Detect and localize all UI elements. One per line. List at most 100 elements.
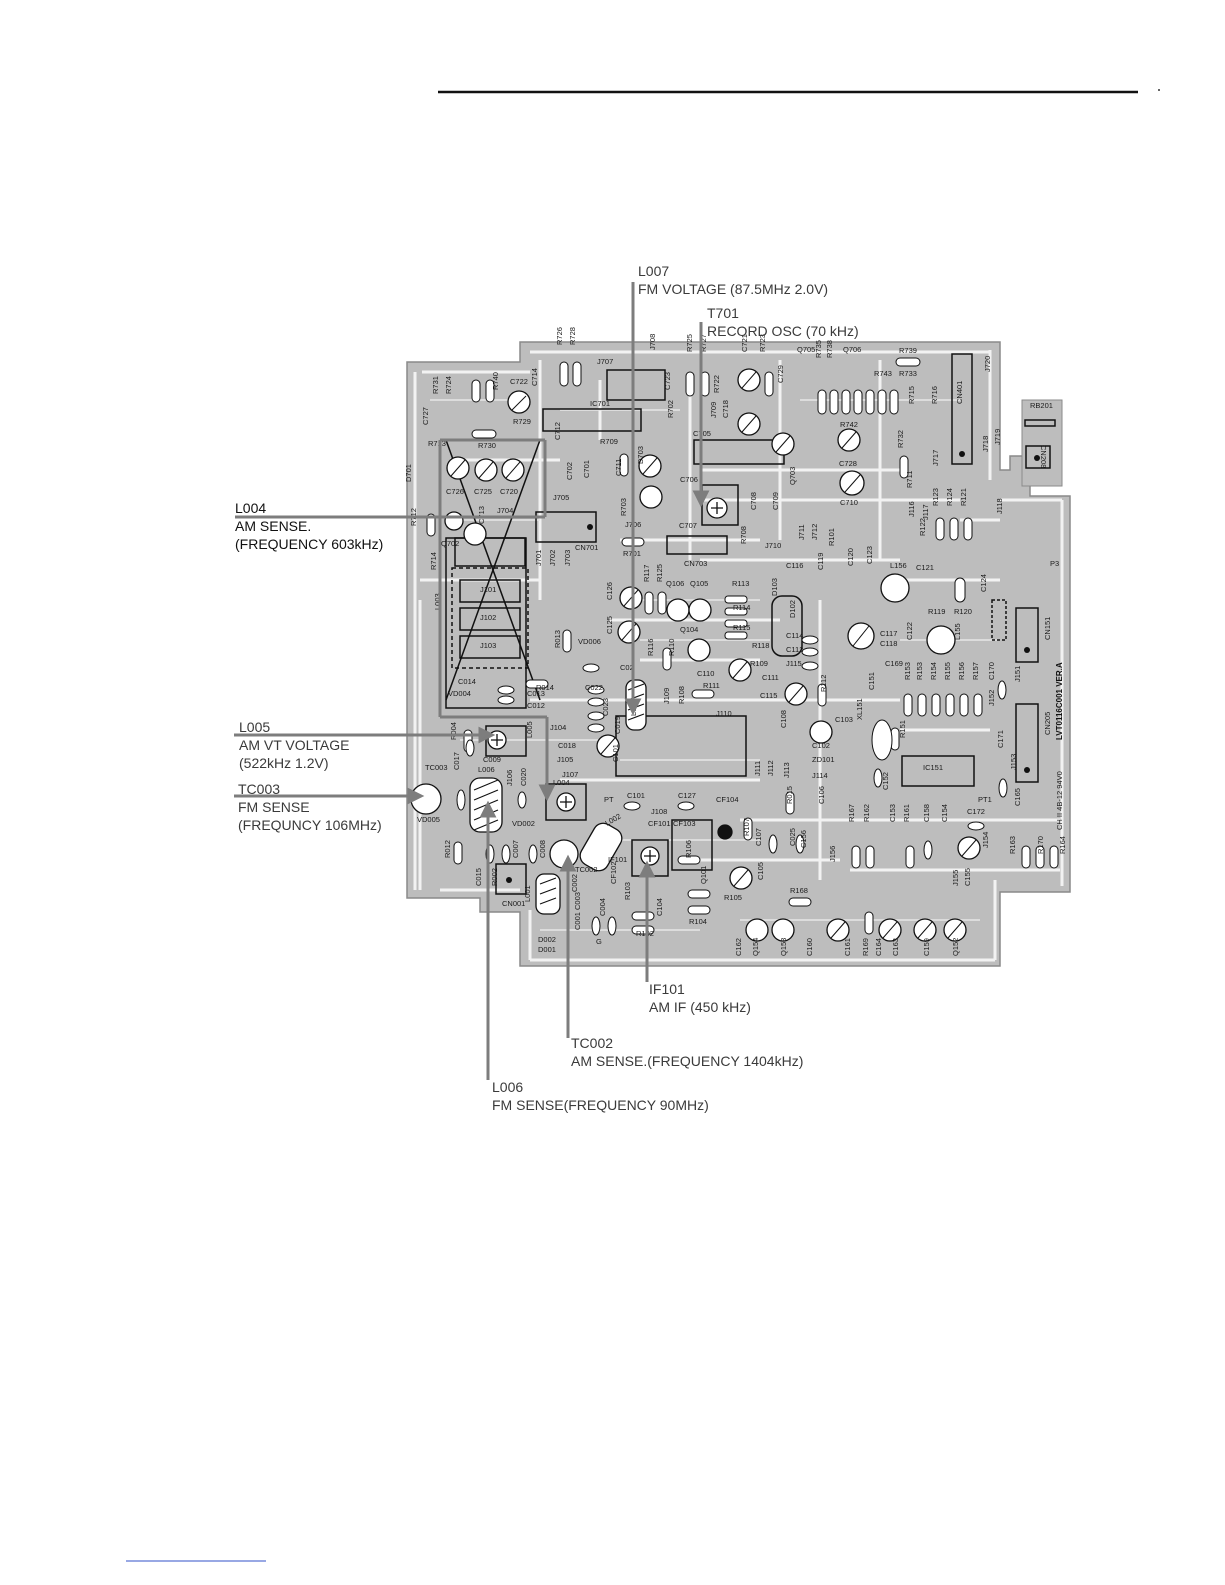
designator-r743: R743 — [874, 369, 892, 378]
designator-r104: R104 — [689, 917, 707, 926]
designator-g: G — [596, 937, 602, 946]
designator-r167: R167 — [847, 804, 856, 822]
designator-r116: R116 — [646, 639, 655, 656]
designator-c701: C701 — [582, 460, 591, 478]
designator-c709: C709 — [771, 492, 780, 510]
designator-c007: C007 — [511, 840, 520, 858]
designator-c108: C108 — [779, 710, 788, 728]
designator-c164: C164 — [874, 938, 883, 956]
callout-tc002-desc: AM SENSE.(FREQUENCY 1404kHz) — [571, 1053, 804, 1069]
callout-l007: L007 FM VOLTAGE (87.5MHz 2.0V) — [638, 262, 828, 298]
designator-r735: R735 — [814, 340, 823, 358]
designator-vd005: VD005 — [417, 815, 440, 824]
designator-r111: R111 — [703, 681, 720, 690]
designator-d701: D701 — [404, 464, 413, 482]
designator-j116: J116 — [907, 501, 916, 517]
designator-j117: J117 — [921, 504, 930, 520]
designator-r103: R103 — [623, 882, 632, 900]
designator-r153: R153 — [915, 662, 924, 680]
callout-l006-desc: FM SENSE(FREQUENCY 90MHz) — [492, 1097, 709, 1113]
designator-c101: C101 — [627, 791, 645, 800]
designator-j104: J104 — [550, 723, 566, 732]
designator-c106: C106 — [817, 786, 826, 804]
callout-if101: IF101 AM IF (450 kHz) — [649, 980, 751, 1016]
designator-j710: J710 — [765, 541, 781, 550]
designator-cn001: CN001 — [502, 899, 525, 908]
designator-j114: J114 — [812, 771, 828, 780]
designator-ic151: IC151 — [923, 763, 943, 772]
designator-cf102: CF102 — [609, 861, 618, 884]
designator-c158: C158 — [922, 804, 931, 822]
designator-r727: R727 — [699, 334, 708, 352]
designator-j108: J108 — [651, 807, 667, 816]
designator-c159: C159 — [922, 938, 931, 956]
designator-vd004: VD004 — [448, 689, 471, 698]
designator-r732: R732 — [896, 430, 905, 448]
designator-c123: C123 — [865, 546, 874, 564]
designator-c025: C025 — [788, 828, 797, 846]
designator-c017: C017 — [452, 752, 461, 770]
designator-c711: C711 — [614, 459, 623, 476]
designator-r157: R157 — [971, 662, 980, 680]
designator-c172: C172 — [967, 807, 985, 816]
designator-r117: R117 — [642, 565, 651, 582]
designator-c163: C163 — [891, 938, 900, 956]
designator-c151: C151 — [867, 672, 876, 690]
designator-r114: R114 — [733, 603, 750, 612]
designator-c721: C721 — [740, 334, 749, 352]
designator-r118: R118 — [752, 641, 769, 650]
designator-vd002: VD002 — [512, 819, 535, 828]
designator-l156: L156 — [890, 561, 907, 570]
pcb-notch — [1021, 399, 1063, 487]
designator-j703: J703 — [563, 550, 572, 566]
designator-r015: R015 — [785, 786, 794, 804]
designator-c118: C118 — [880, 639, 897, 648]
designator-j113: J113 — [782, 762, 791, 778]
designator-j718: J718 — [981, 436, 990, 452]
designator-c015: C015 — [474, 868, 483, 886]
designator-r164: R164 — [1058, 836, 1067, 854]
designator-c002: C002 — [570, 874, 579, 892]
designator-c104: C104 — [655, 898, 664, 916]
designator-c154: C154 — [940, 804, 949, 822]
designator-r169: R169 — [861, 938, 870, 956]
callout-tc003: TC003 FM SENSE (FREQUNCY 106MHz) — [238, 780, 382, 834]
designator-d001: D001 — [538, 945, 556, 954]
callout-l006: L006 FM SENSE(FREQUENCY 90MHz) — [492, 1078, 709, 1114]
callout-l005-desc: AM VT VOLTAGE — [239, 737, 350, 753]
designator-j102: J102 — [480, 613, 496, 622]
designator-c718: C718 — [721, 400, 730, 418]
designator-c710: C710 — [840, 498, 858, 507]
designator-l004: L004 — [553, 778, 570, 787]
designator-c169: C169 — [885, 659, 903, 668]
callout-l007-desc: FM VOLTAGE (87.5MHz 2.0V) — [638, 281, 829, 297]
designator-r168: R168 — [790, 886, 808, 895]
designator-j702: J702 — [548, 550, 557, 566]
designator-q101: Q101 — [699, 866, 708, 884]
designator-r163: R163 — [1008, 836, 1017, 854]
designator-r120: R120 — [954, 607, 972, 616]
callout-if101-ref: IF101 — [649, 981, 685, 997]
designator-zd101: ZD101 — [812, 755, 835, 764]
callout-tc003-ref: TC003 — [238, 781, 281, 797]
designator-c170: C170 — [987, 662, 996, 680]
callout-if101-desc: AM IF (450 kHz) — [649, 999, 751, 1015]
designator-rb201: RB201 — [1030, 401, 1053, 410]
board-marking-small: CH II 4B-12 94V0 — [1055, 771, 1064, 830]
callout-l005: L005 AM VT VOLTAGE (522kHz 1.2V) — [239, 718, 349, 772]
designator-c119: C119 — [816, 553, 825, 570]
designator-c115: C115 — [760, 691, 777, 700]
designator-d102: D102 — [788, 600, 797, 618]
designator-j156: J156 — [828, 846, 837, 862]
designator-c001: C001 — [573, 912, 582, 930]
header-mark — [1158, 89, 1160, 91]
designator-r730: R730 — [478, 441, 496, 450]
designator-c152: C152 — [881, 772, 890, 790]
designator-c012: C012 — [527, 701, 545, 710]
designator-vd006: VD006 — [578, 637, 601, 646]
designator-q105: Q105 — [690, 579, 708, 588]
designator-c018: C018 — [558, 741, 576, 750]
designator-c008: C008 — [538, 840, 547, 858]
designator-r002: R002 — [490, 868, 499, 886]
